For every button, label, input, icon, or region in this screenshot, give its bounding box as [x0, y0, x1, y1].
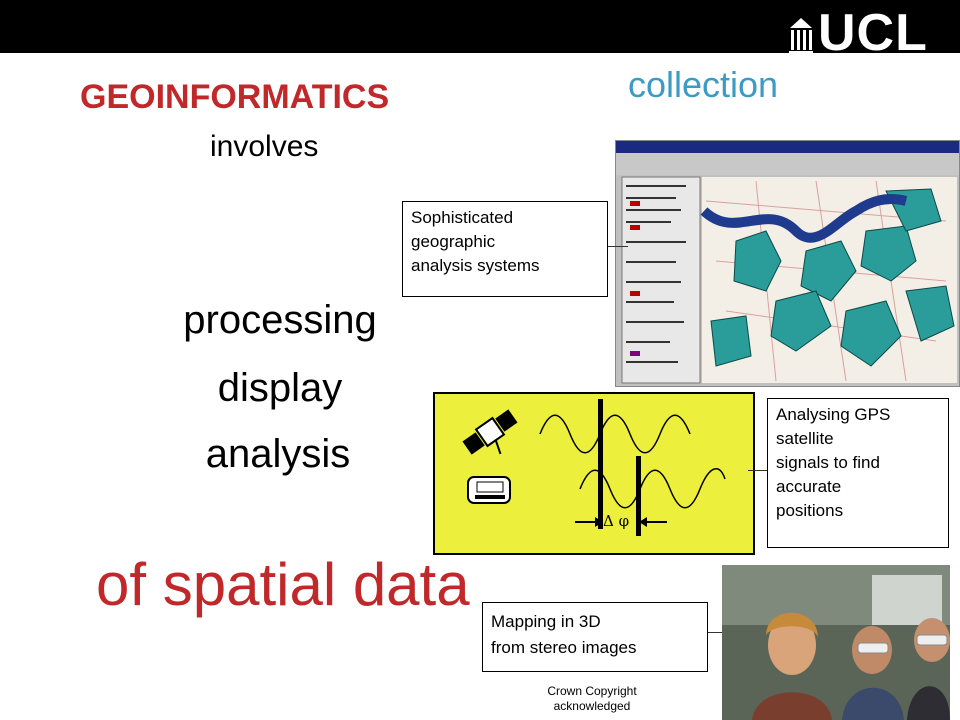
copyright-line-2: acknowledged — [553, 699, 631, 713]
gps-signal-diagram: Δ φ — [433, 392, 755, 555]
page-title: GEOINFORMATICS — [80, 78, 390, 116]
stereo-photo-graphic — [722, 565, 950, 720]
stereo-callout-line-2: from stereo images — [491, 638, 637, 657]
analysis-text: analysis — [205, 432, 351, 476]
stereo-callout-line-1: Mapping in 3D — [491, 612, 601, 631]
copyright-line-1: Crown Copyright — [547, 684, 637, 698]
gis-callout: Sophisticated geographic analysis system… — [402, 201, 608, 297]
gis-callout-line-3: analysis systems — [411, 256, 540, 275]
involves-text: involves — [210, 130, 319, 163]
copyright-note: Crown Copyright acknowledged — [530, 684, 654, 714]
stereo-viewing-photo — [722, 565, 950, 720]
gps-callout-line-4: accurate — [776, 477, 842, 496]
gis-map-graphic — [616, 141, 959, 384]
phase-difference-symbol: Δ φ — [603, 512, 629, 530]
ucl-logo: UCL — [788, 4, 928, 62]
gps-receiver-icon — [467, 476, 511, 504]
gps-callout: Analysing GPS satellite signals to find … — [767, 398, 949, 548]
gps-callout-line-5: positions — [776, 501, 844, 520]
gis-callout-line-2: geographic — [411, 232, 496, 251]
portico-icon — [789, 18, 813, 55]
display-text: display — [217, 366, 343, 410]
stereo-callout-connector — [708, 632, 722, 633]
gps-callout-line-3: signals to find — [776, 453, 880, 472]
satellite-icon — [462, 409, 518, 455]
collection-text: collection — [628, 64, 779, 105]
spatial-data-text: of spatial data — [96, 551, 470, 618]
ucl-logo-text: UCL — [818, 4, 928, 62]
gps-callout-line-2: satellite — [776, 429, 834, 448]
gps-callout-connector — [748, 470, 767, 471]
processing-text: processing — [183, 298, 377, 342]
gis-callout-connector — [608, 246, 628, 247]
gps-diagram-graphic: Δ φ — [462, 399, 726, 536]
stereo-callout: Mapping in 3D from stereo images — [482, 602, 708, 672]
gis-map-screenshot — [615, 140, 960, 387]
gps-callout-line-1: Analysing GPS — [776, 405, 891, 424]
gis-callout-line-1: Sophisticated — [411, 208, 514, 227]
